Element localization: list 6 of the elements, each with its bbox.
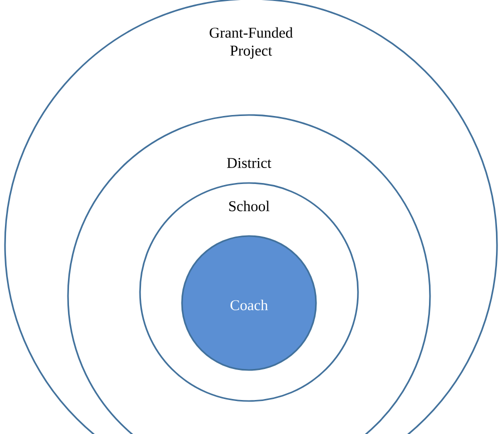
circle <box>181 235 317 371</box>
circle-label: District <box>227 158 272 168</box>
circle-label: School <box>229 200 270 212</box>
circle-label: Grant-Funded Project <box>210 27 293 59</box>
circle <box>139 182 359 402</box>
circle-label: Coach <box>230 300 268 310</box>
